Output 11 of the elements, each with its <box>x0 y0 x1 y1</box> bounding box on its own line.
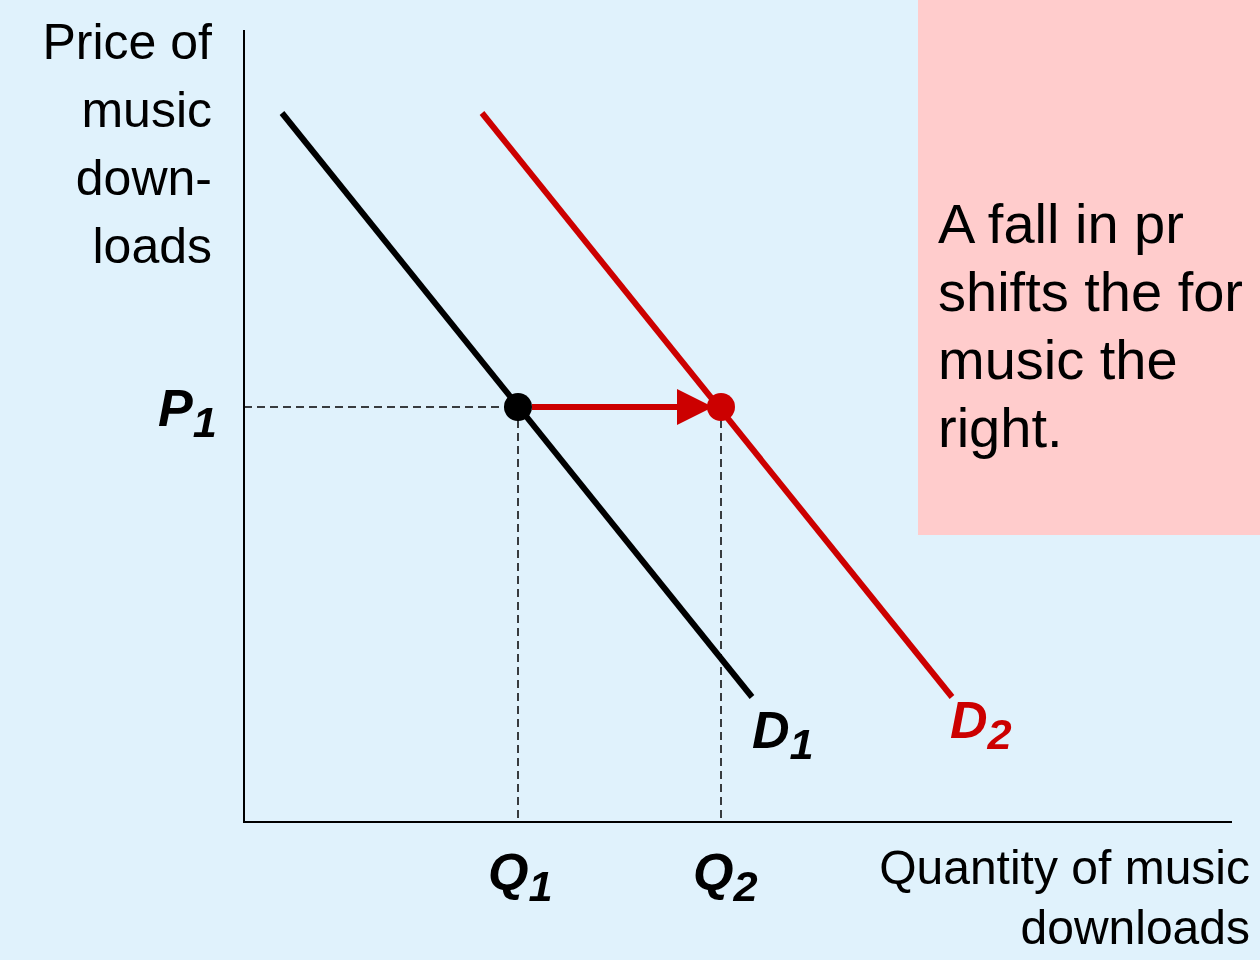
quantity-label: Q$_{2}$ <box>693 842 758 912</box>
point-dot <box>707 393 735 421</box>
note-box <box>918 0 1260 535</box>
axis-title: Price of music down- loads <box>41 13 212 276</box>
curve-label: D$_{1}$ <box>752 700 814 770</box>
curve-label: D$_{2}$ <box>950 690 1012 760</box>
axis-title: Quantity of music downloads <box>878 840 1250 956</box>
quantity-label: Q$_{1}$ <box>488 842 553 912</box>
price-label: P$_{1}$ <box>158 378 217 448</box>
note-text: A fall in pr shifts the for music the right. <box>938 191 1245 461</box>
point-dot <box>504 393 532 421</box>
